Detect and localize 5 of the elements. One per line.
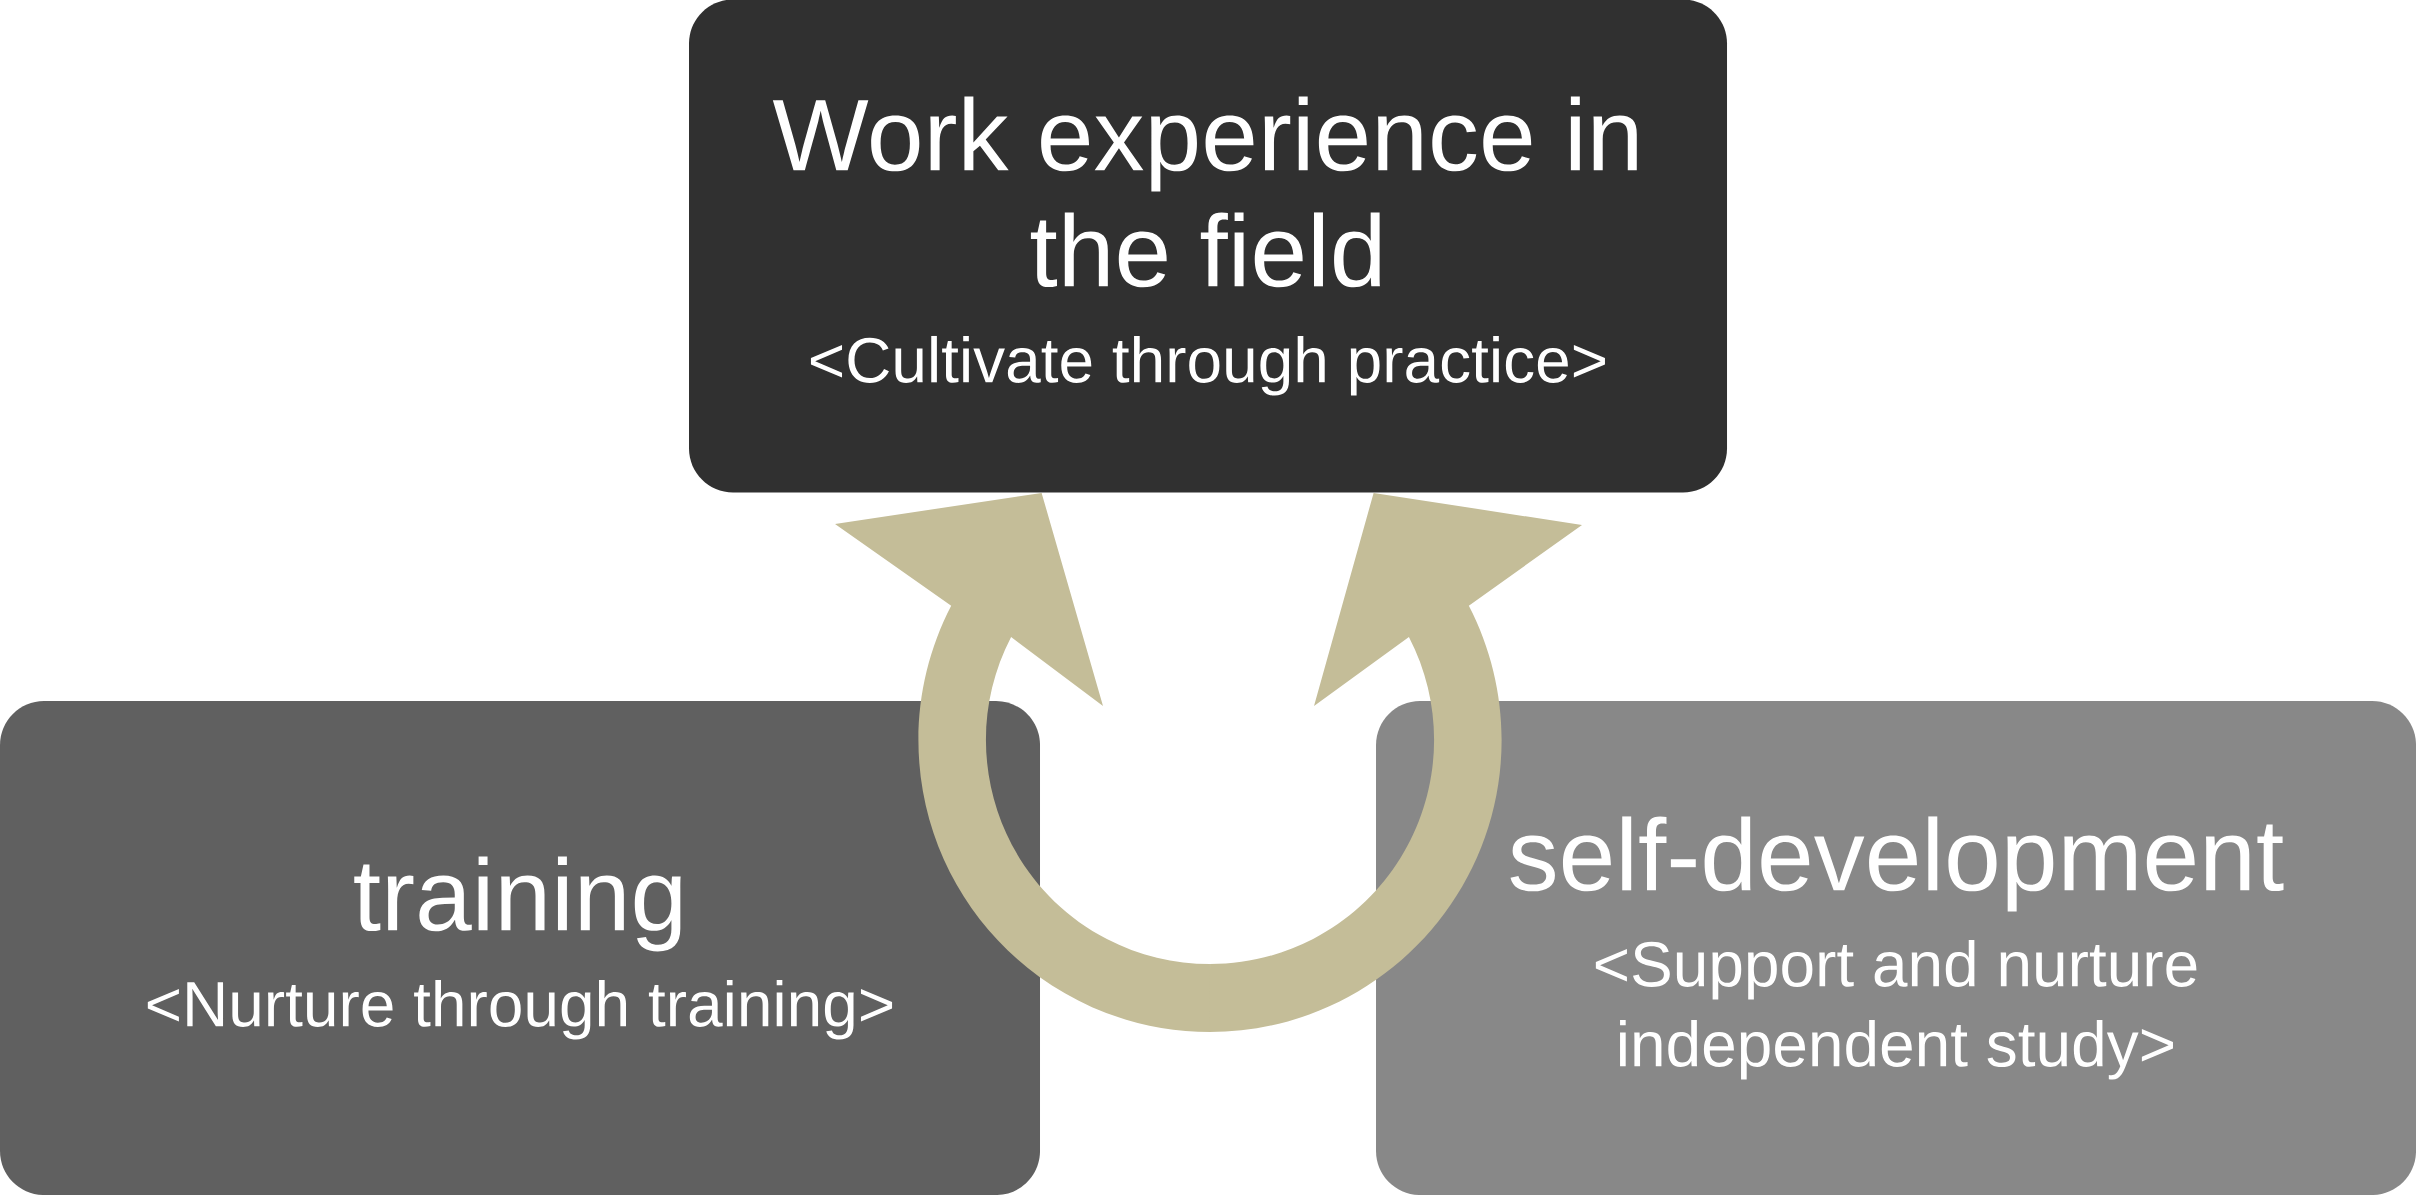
arrow bbox=[1209, 492, 1582, 1032]
process-box: Work experience in the field <Cultivate through practice> bbox=[689, 0, 1727, 493]
process-box: training <Nurture through training> bbox=[0, 701, 1040, 1195]
process-box: self-development <Support and nurture independent study> bbox=[1376, 701, 2416, 1195]
arrow bbox=[835, 492, 1211, 1032]
